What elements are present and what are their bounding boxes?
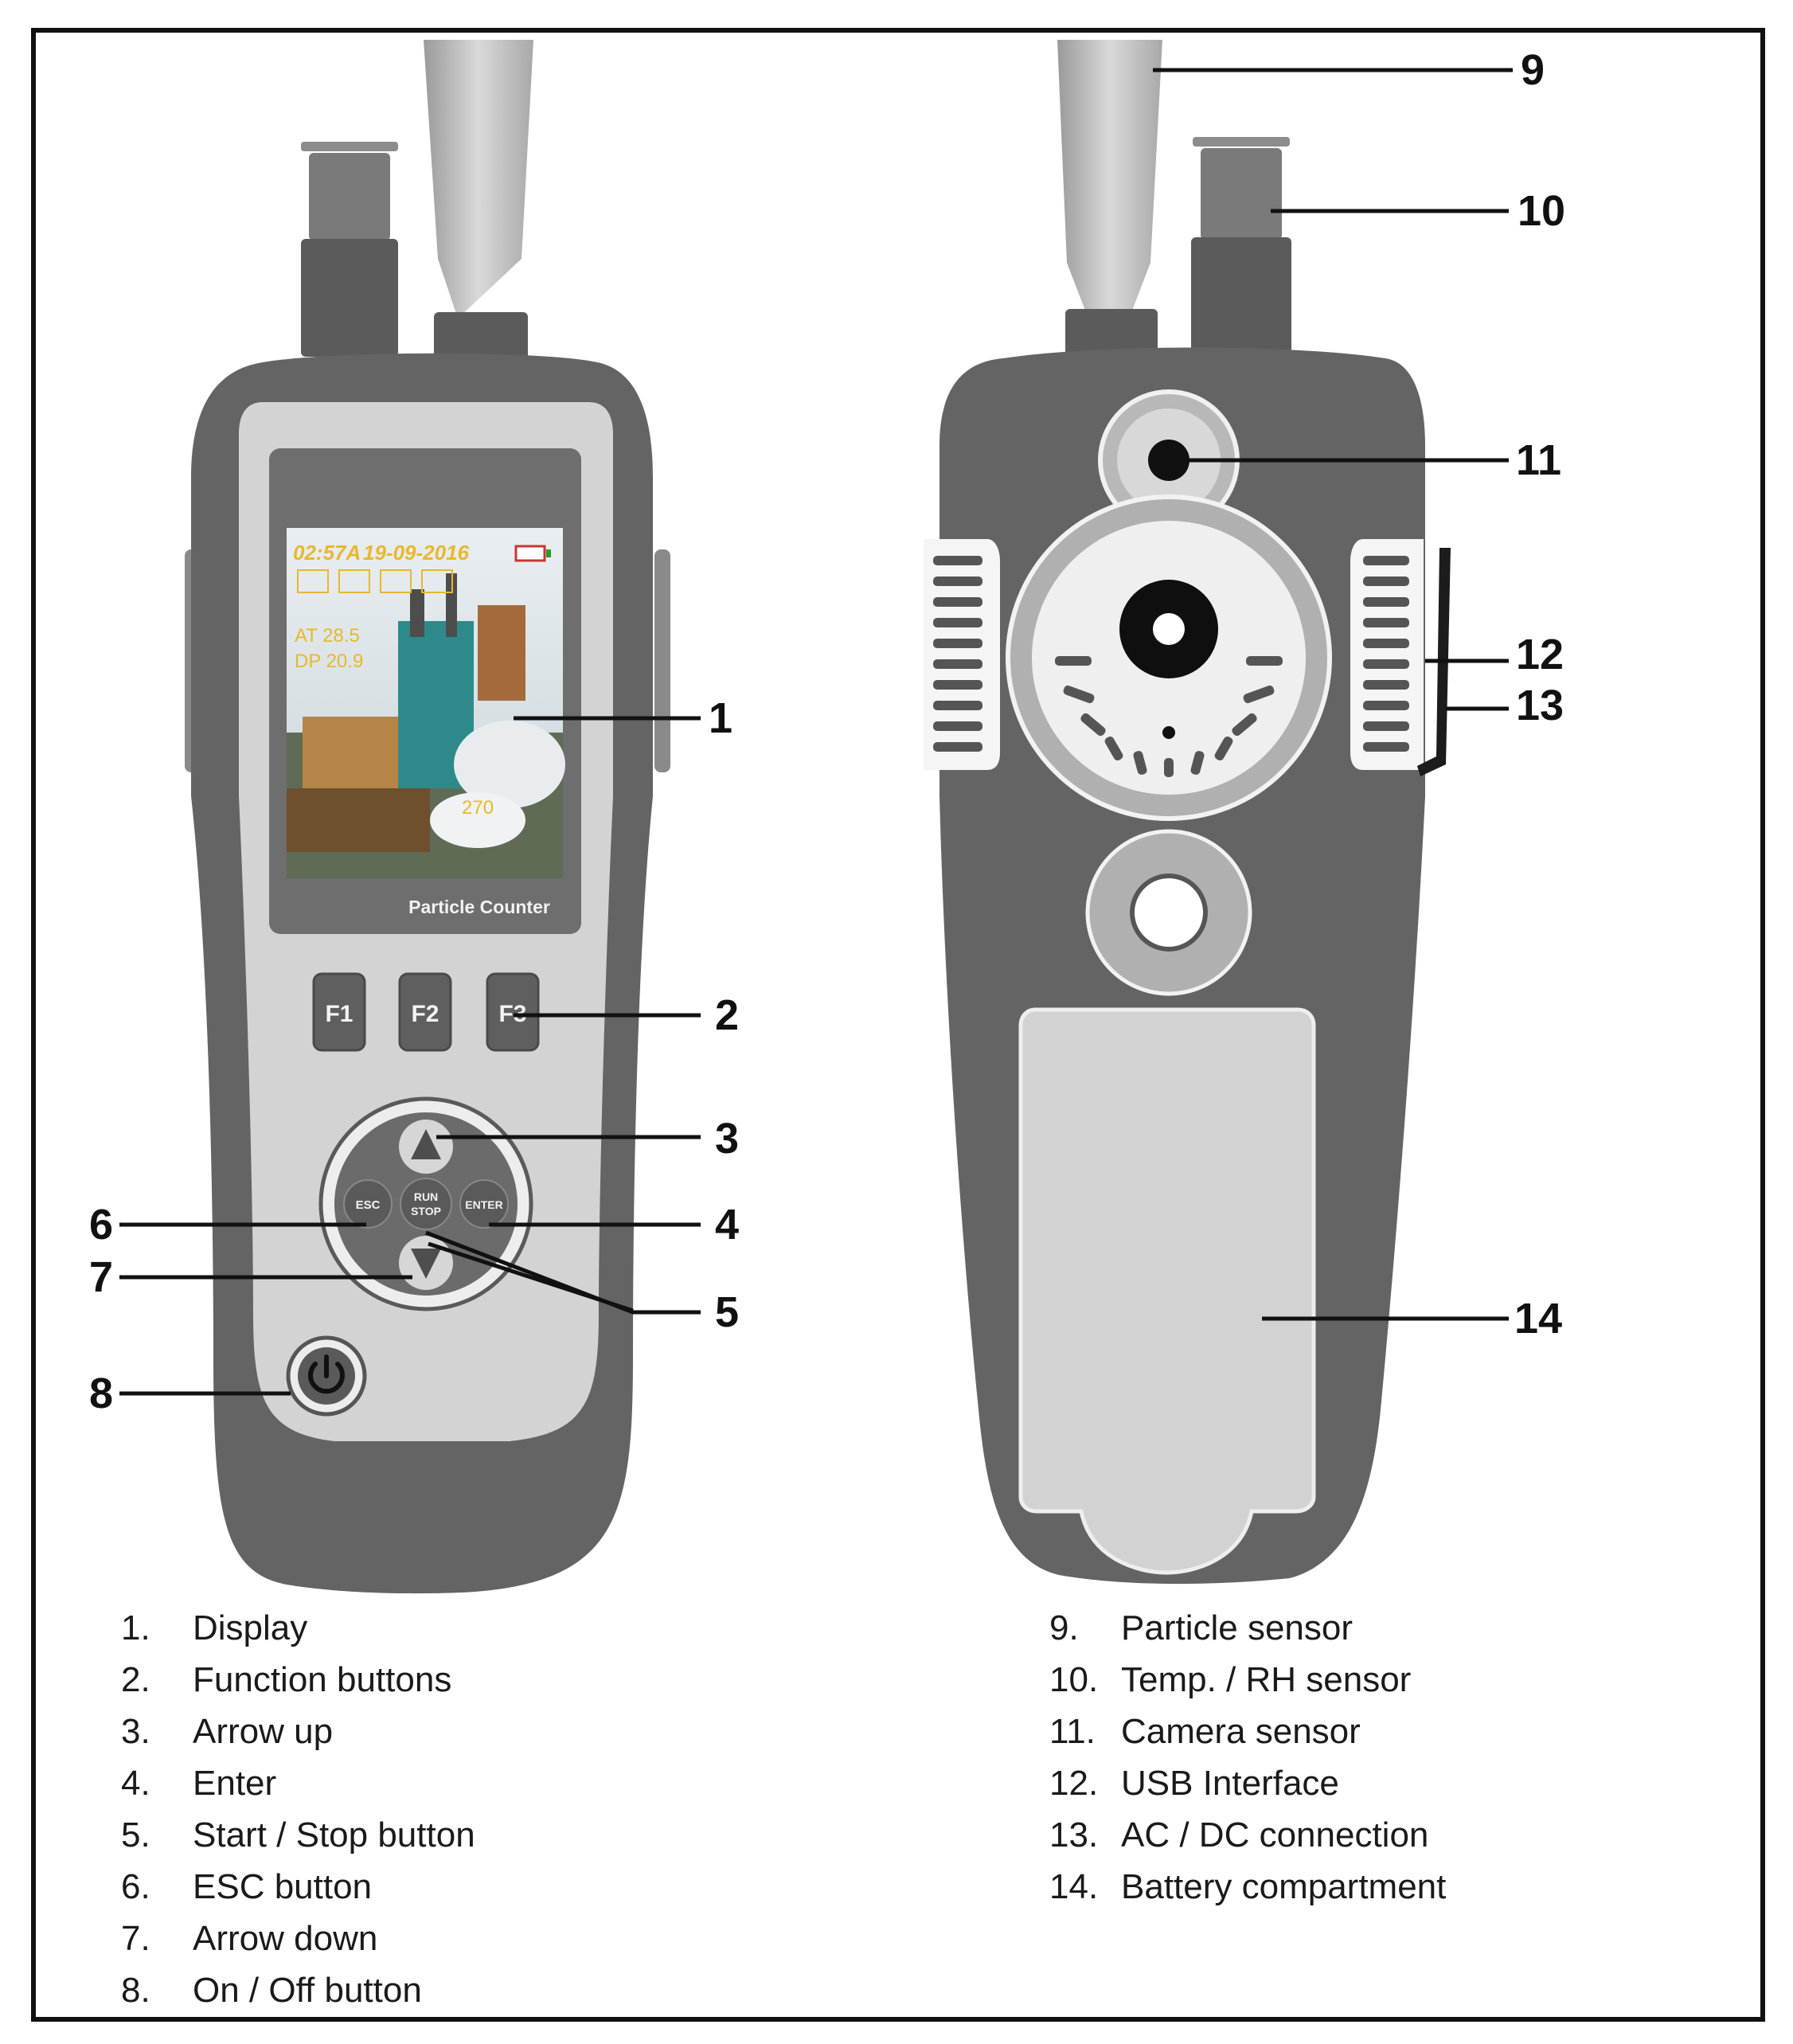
legend-item: 4.Enter — [121, 1764, 277, 1803]
screen-count-reading: 270 — [462, 797, 494, 819]
arrow-up-button[interactable] — [399, 1120, 453, 1174]
rear-speaker-dial — [1006, 494, 1332, 821]
arrow-down-button[interactable] — [399, 1236, 453, 1290]
legend-item: 8.On / Off button — [121, 1971, 422, 2010]
temp-rh-sensor-front — [301, 142, 398, 357]
start-stop-button[interactable]: RUN STOP — [400, 1178, 452, 1230]
legend-item: 3.Arrow up — [121, 1712, 334, 1751]
legend-item: 7.Arrow down — [121, 1919, 378, 1958]
callout-11: 11 — [1516, 436, 1561, 484]
legend-item: 2.Function buttons — [121, 1660, 452, 1699]
power-icon — [308, 1354, 345, 1394]
power-button[interactable] — [286, 1335, 367, 1417]
callout-1: 1 — [709, 694, 732, 742]
device-label: Particle Counter — [408, 897, 550, 917]
temp-rh-sensor-back — [1191, 137, 1291, 357]
rear-port — [1085, 829, 1252, 996]
legend-item: 13.AC / DC connection — [1049, 1815, 1429, 1854]
callout-6: 6 — [89, 1201, 113, 1249]
legend-item: 1.Display — [121, 1608, 308, 1647]
f1-label: F1 — [325, 1001, 353, 1027]
battery-icon — [514, 545, 546, 562]
callout-10: 10 — [1518, 187, 1565, 235]
stop-label: STOP — [411, 1205, 441, 1217]
legend-item: 10.Temp. / RH sensor — [1049, 1660, 1412, 1699]
callout-14: 14 — [1514, 1295, 1562, 1342]
function-button-f3[interactable]: F3 — [486, 972, 540, 1052]
callout-7: 7 — [89, 1253, 113, 1301]
enter-button[interactable]: ENTER — [459, 1179, 509, 1229]
legend-item: 5.Start / Stop button — [121, 1815, 475, 1854]
particle-sensor-probe-back — [1057, 40, 1162, 357]
f2-label: F2 — [411, 1001, 439, 1027]
camera-lens-icon — [1148, 440, 1189, 481]
legend-item: 11.Camera sensor — [1049, 1712, 1361, 1751]
arrow-down-icon — [411, 1249, 441, 1279]
screen-clock: 02:57A — [293, 541, 361, 565]
enter-label: ENTER — [465, 1198, 502, 1211]
callout-5: 5 — [715, 1288, 739, 1336]
arrow-up-icon — [411, 1129, 441, 1159]
callout-numbers: 1 2 3 4 5 6 7 8 9 10 11 12 13 14 — [89, 46, 1565, 1417]
legend-item: 6.ESC button — [121, 1867, 373, 1906]
legend-front: 1.Display 2.Function buttons 3.Arrow up … — [121, 1602, 475, 2016]
screen-at-reading: AT 28.5 — [295, 625, 360, 647]
callout-9: 9 — [1521, 46, 1545, 94]
front-view: 02:57A 19-09-2016 AT 28.5 DP 20.9 270 Pa… — [185, 40, 670, 1594]
esc-button[interactable]: ESC — [343, 1179, 393, 1229]
vent-right — [1350, 539, 1424, 770]
callout-12: 12 — [1516, 631, 1564, 678]
callout-3: 3 — [715, 1115, 739, 1163]
legend-item: 12.USB Interface — [1049, 1764, 1339, 1803]
run-label: RUN — [414, 1190, 438, 1203]
esc-label: ESC — [356, 1198, 381, 1212]
leader-lines — [119, 68, 1513, 1396]
display: 02:57A 19-09-2016 AT 28.5 DP 20.9 270 — [287, 528, 565, 878]
legend-item: 14.Battery compartment — [1049, 1867, 1447, 1906]
battery-compartment — [1018, 1007, 1316, 1575]
callout-8: 8 — [89, 1370, 113, 1417]
particle-sensor-probe-front — [424, 40, 533, 360]
back-view — [924, 40, 1451, 1585]
function-button-f1[interactable]: F1 — [312, 972, 366, 1052]
outer-frame — [31, 28, 1765, 2022]
side-grip-right — [654, 549, 670, 772]
vent-left — [924, 539, 1000, 770]
screen-dp-reading: DP 20.9 — [295, 651, 363, 672]
callout-4: 4 — [715, 1201, 739, 1249]
callout-2: 2 — [715, 991, 739, 1039]
callout-13: 13 — [1516, 682, 1564, 729]
screen-icon-row — [297, 569, 453, 593]
ac-dc-cable — [1417, 548, 1451, 776]
function-button-f2[interactable]: F2 — [398, 972, 452, 1052]
legend-item: 9.Particle sensor — [1049, 1608, 1354, 1647]
screen-date: 19-09-2016 — [363, 541, 470, 565]
legend-back: 9.Particle sensor 10.Temp. / RH sensor 1… — [1049, 1602, 1446, 1913]
